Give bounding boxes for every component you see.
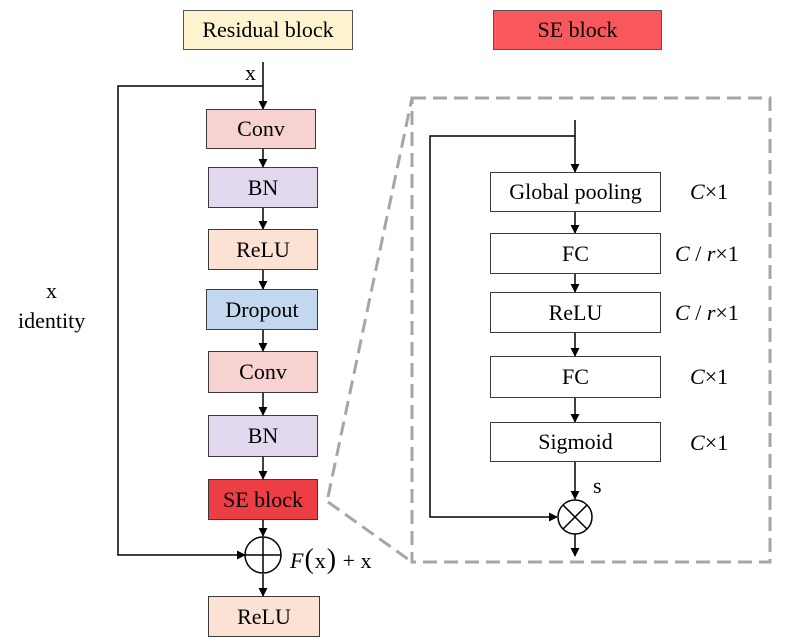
multiply-node — [557, 499, 593, 535]
se-global-pooling: Global pooling — [490, 172, 661, 212]
se-sigmoid: Sigmoid — [490, 422, 661, 462]
se-fc-2: FC — [490, 356, 661, 398]
se-relu: ReLU — [490, 292, 661, 333]
sum-expression: F(x) + x — [290, 546, 372, 574]
sum-expr-open: ( — [304, 544, 314, 575]
zoom-line-top — [326, 97, 414, 498]
residual-conv-2: Conv — [208, 351, 318, 393]
sum-node — [244, 536, 282, 574]
residual-output-relu: ReLU — [208, 596, 320, 637]
se-fc-1: FC — [490, 233, 661, 274]
zoom-line-bottom — [327, 500, 413, 564]
dim-fc-1: C / r×1 — [675, 241, 739, 266]
sum-expr-f: F — [290, 548, 304, 573]
se-block-title: SE block — [493, 10, 662, 50]
residual-conv-1: Conv — [206, 109, 316, 149]
scale-label: s — [593, 473, 602, 498]
dim-fc-2: C×1 — [690, 364, 729, 389]
se-skip-path — [429, 135, 575, 522]
residual-arrows — [117, 62, 268, 597]
residual-bn-2: BN — [208, 415, 318, 457]
residual-se-block: SE block — [208, 479, 318, 520]
se-block-outline — [410, 96, 772, 564]
identity-skip-path — [117, 85, 263, 560]
residual-block-title: Residual block — [183, 10, 353, 50]
sum-expr-close: ) — [326, 544, 337, 575]
residual-dropout: Dropout — [206, 289, 318, 330]
dim-global-pooling: C×1 — [690, 179, 729, 204]
residual-relu: ReLU — [208, 229, 318, 270]
dim-sigmoid: C×1 — [690, 430, 729, 455]
residual-bn-1: BN — [208, 167, 318, 208]
dim-relu: C / r×1 — [675, 300, 739, 325]
identity-label-x: x — [46, 278, 57, 303]
sum-expr-rest: + x — [337, 548, 372, 573]
sum-expr-arg: x — [314, 548, 326, 573]
input-label: x — [245, 60, 256, 85]
identity-label-text: identity — [18, 308, 86, 333]
se-arrows — [429, 120, 580, 557]
